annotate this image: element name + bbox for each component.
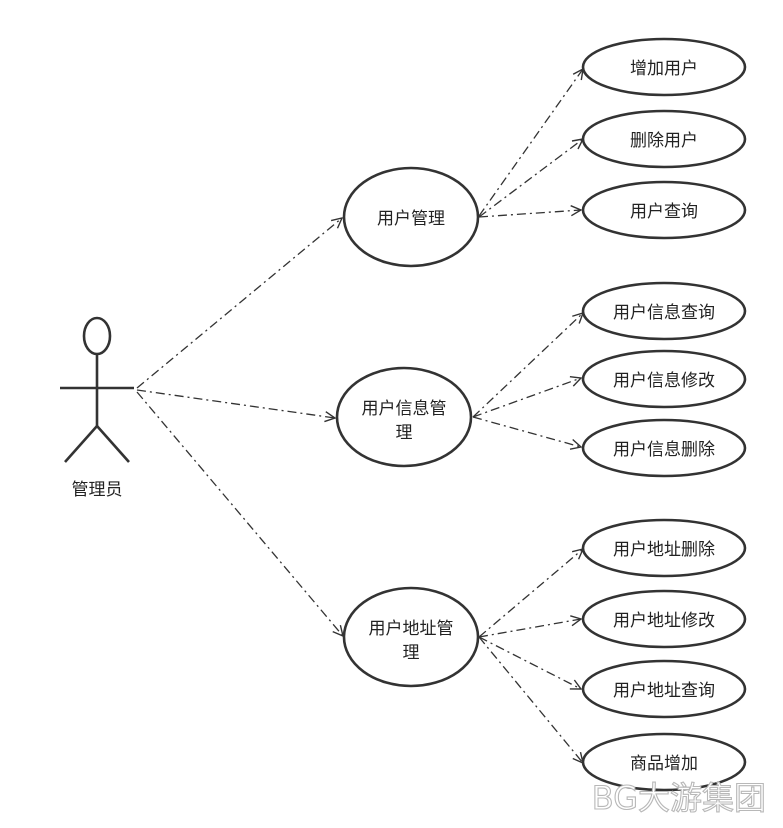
use-case-oval (581, 589, 747, 649)
use-case-oval (581, 37, 747, 97)
actor-head (82, 316, 112, 356)
watermark: BG大游集团 (592, 779, 766, 817)
use-case-oval (581, 281, 747, 341)
use-case-label: 用户地址修改 (613, 611, 715, 631)
edge-user-mgmt-to-query-user (478, 210, 581, 218)
use-case-info-query: 用户信息查询 (581, 281, 747, 341)
use-case-addr-mgmt: 用户地址管 理 (342, 586, 480, 688)
actor-right-leg (96, 425, 130, 463)
edge-addr-mgmt-to-addr-modify (478, 619, 581, 638)
use-case-label-line1: 用户地址管 (369, 619, 454, 639)
use-case-label: 商品增加 (630, 754, 698, 774)
use-case-label: 用户信息修改 (613, 371, 715, 391)
use-case-product-add: 商品增加 (581, 732, 747, 792)
use-case-oval (581, 518, 747, 578)
use-case-label: 增加用户 (630, 59, 698, 79)
use-case-query-user: 用户查询 (581, 180, 747, 240)
use-case-label: 用户地址删除 (613, 540, 715, 560)
edge-actor-to-user-mgmt (136, 218, 342, 389)
use-case-label: 用户管理 (377, 209, 445, 229)
edge-addr-mgmt-to-addr-delete (478, 549, 583, 638)
edge-info-mgmt-to-info-delete (472, 416, 581, 447)
use-case-addr-delete: 用户地址删除 (581, 518, 747, 578)
use-case-oval (581, 109, 747, 169)
use-case-delete-user: 删除用户 (581, 109, 747, 169)
edge-addr-mgmt-to-product-add (478, 636, 583, 763)
use-case-label: 用户信息删除 (613, 440, 715, 460)
edge-actor-to-info-mgmt (136, 389, 335, 418)
actor-left-leg (64, 425, 98, 463)
edge-actor-to-addr-mgmt (136, 391, 343, 636)
use-case-add-user: 增加用户 (581, 37, 747, 97)
use-case-info-modify: 用户信息修改 (581, 349, 747, 409)
edge-user-mgmt-to-delete-user (478, 139, 583, 218)
use-case-oval (581, 732, 747, 792)
actor-admin: 管理员 (60, 316, 134, 500)
use-case-addr-modify: 用户地址修改 (581, 589, 747, 649)
actor-label: 管理员 (72, 480, 123, 500)
edge-addr-mgmt-to-addr-query (478, 636, 581, 689)
connectors (136, 69, 583, 763)
use-case-label: 用户查询 (630, 202, 698, 222)
use-case-user-mgmt: 用户管理 (342, 166, 480, 268)
edge-info-mgmt-to-info-query (472, 313, 583, 418)
use-case-oval (342, 586, 480, 688)
use-case-label: 删除用户 (630, 131, 698, 151)
use-case-oval (581, 180, 747, 240)
use-case-oval (581, 659, 747, 719)
use-case-label-line2: 理 (403, 643, 420, 663)
use-case-label: 用户信息查询 (613, 303, 715, 323)
use-case-oval (581, 349, 747, 409)
use-case-oval (342, 166, 480, 268)
edge-user-mgmt-to-add-user (478, 69, 583, 217)
use-case-oval (335, 366, 473, 468)
use-case-label-line2: 理 (396, 423, 413, 443)
use-case-info-delete: 用户信息删除 (581, 418, 747, 478)
use-case-info-mgmt: 用户信息管 理 (335, 366, 473, 468)
use-case-oval (581, 418, 747, 478)
use-case-label-line1: 用户信息管 (362, 399, 447, 419)
use-case-addr-query: 用户地址查询 (581, 659, 747, 719)
edge-info-mgmt-to-info-modify (472, 378, 581, 418)
use-case-label: 用户地址查询 (613, 681, 715, 701)
